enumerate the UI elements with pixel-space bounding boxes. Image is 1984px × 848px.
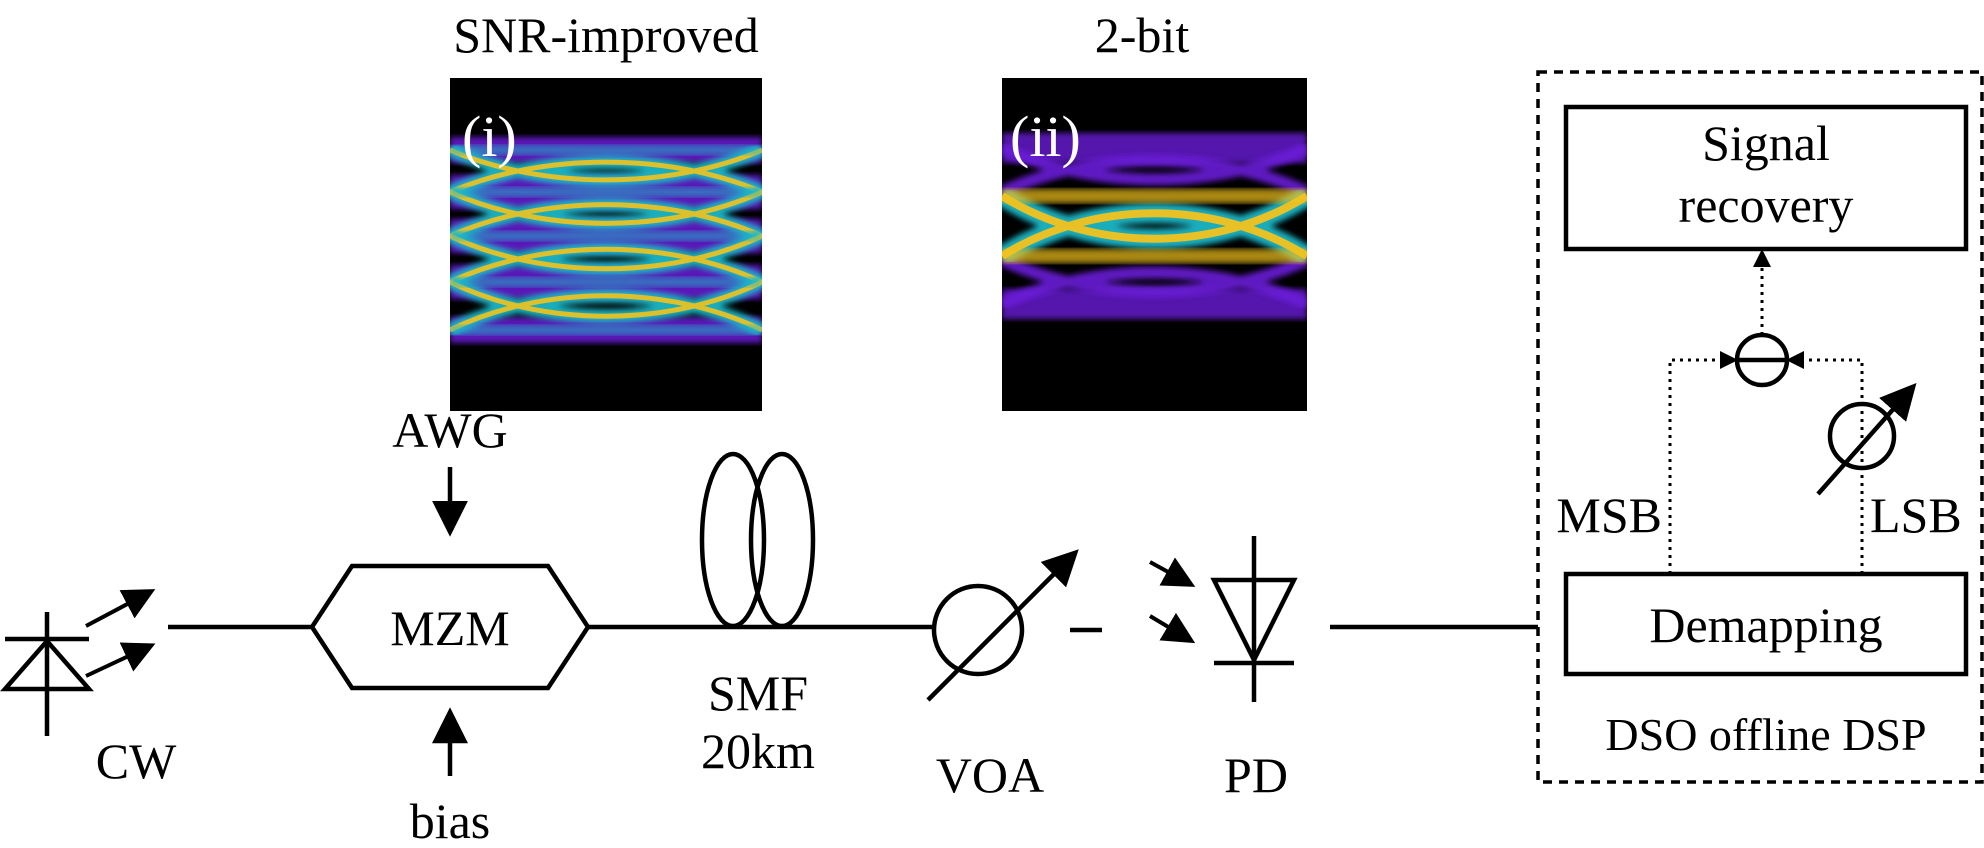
cw-laser-symbol — [0, 589, 156, 736]
cw-label: CW — [96, 733, 177, 789]
eye-panel-right-tag: (ii) — [1010, 104, 1081, 169]
eye-traces-left — [450, 137, 762, 343]
lsb-scaling-arrow-icon — [1816, 382, 1917, 496]
variable-attenuator-arrow-icon — [926, 549, 1079, 702]
demapping-box — [1563, 571, 1969, 677]
emission-arrow-icon — [85, 642, 156, 678]
emission-arrow-icon — [85, 589, 156, 628]
dsp-caption: DSO offline DSP — [1605, 709, 1926, 760]
eye-panel-left-tag: (i) — [462, 104, 517, 169]
msb-label: MSB — [1556, 487, 1662, 543]
awg-label: AWG — [392, 402, 507, 458]
smf-label: SMF — [708, 665, 808, 721]
signal-recovery-label-line1: Signal — [1702, 115, 1830, 171]
eye-panel-left-title: SNR-improved — [453, 7, 759, 63]
voa-symbol — [926, 549, 1079, 702]
subtractor-icon — [1734, 332, 1790, 388]
bias-label: bias — [410, 793, 491, 848]
smf-length-label: 20km — [701, 723, 815, 779]
smf-fiber-spool-icon — [699, 451, 816, 629]
incident-light-arrow-icon — [1148, 612, 1196, 644]
eye-diagram-snr-improved: (i) — [450, 78, 762, 411]
incident-light-arrow-icon — [1149, 557, 1196, 587]
msb-path-arrow-icon — [1668, 351, 1738, 574]
voa-label: VOA — [936, 747, 1044, 803]
signal-recovery-label-line2: recovery — [1679, 177, 1854, 233]
eye-traces-right — [1002, 133, 1307, 319]
mzm-label: MZM — [390, 600, 509, 656]
demapping-label: Demapping — [1649, 597, 1882, 653]
pd-label: PD — [1224, 747, 1288, 803]
photodiode-symbol — [1148, 536, 1298, 702]
lsb-label: LSB — [1870, 487, 1962, 543]
dsp-dashed-boundary — [1536, 70, 1984, 784]
lsb-attenuator-symbol — [1816, 382, 1917, 496]
eye-panel-right-title: 2-bit — [1095, 7, 1190, 63]
eye-diagram-2-bit: (ii) — [1002, 78, 1307, 411]
